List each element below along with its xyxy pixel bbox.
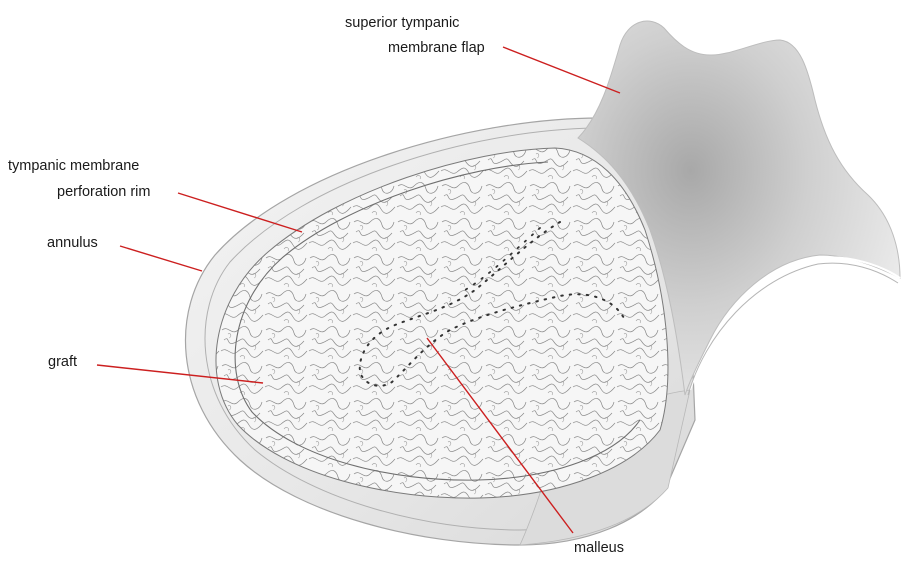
leader-annulus [120,246,202,271]
label-perforation-rim-line2: perforation rim [57,184,150,200]
label-graft: graft [48,354,77,370]
leader-superior-flap [503,47,620,93]
label-perforation-rim-line1: tympanic membrane [8,158,139,174]
label-superior-flap-line2: membrane flap [388,40,485,56]
label-annulus: annulus [47,235,98,251]
label-malleus: malleus [574,540,624,556]
label-superior-flap-line1: superior tympanic [345,15,459,31]
